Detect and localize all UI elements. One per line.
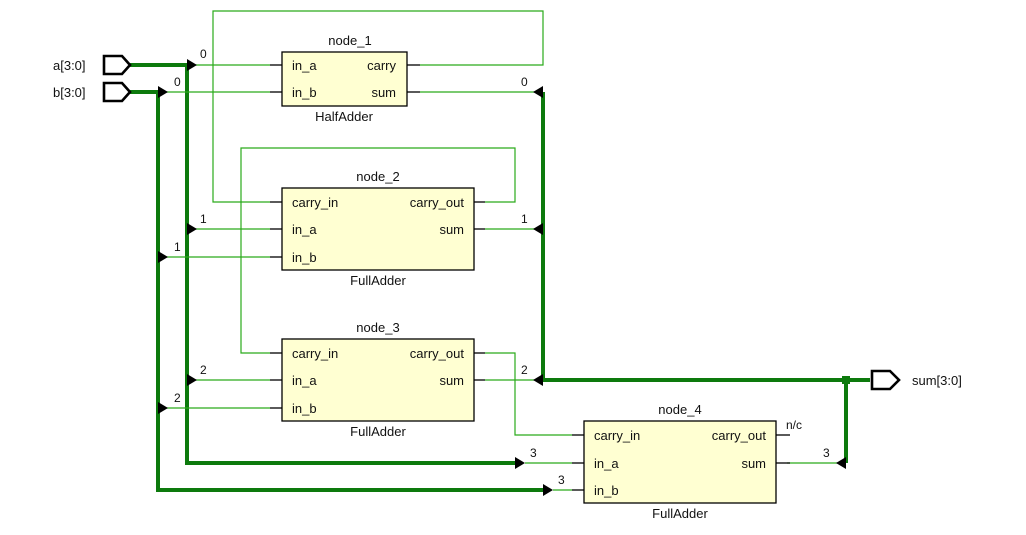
net-carry-2[interactable]: [240, 147, 516, 354]
ripper-arrow-icon: [187, 374, 197, 386]
pin-label: carry_out: [410, 195, 465, 210]
b-bus[interactable]: [130, 90, 572, 492]
pin-label: in_a: [292, 58, 317, 73]
bit-label-b0: 0: [174, 75, 181, 89]
output-port-sum[interactable]: sum[3:0]: [870, 369, 962, 391]
bit-label-sum2: 2: [521, 363, 528, 377]
input-port-a[interactable]: a[3:0]: [53, 54, 132, 76]
cell-node-1[interactable]: node_1 in_a in_b carry sum HalfAdder: [270, 33, 420, 124]
bit-label-sum3: 3: [823, 446, 830, 460]
input-port-icon: [102, 54, 132, 76]
pin-label: in_b: [594, 483, 619, 498]
port-label-a: a[3:0]: [53, 58, 86, 73]
unconnected-label: n/c: [786, 418, 802, 432]
port-label-b: b[3:0]: [53, 85, 86, 100]
ripper-arrow-icon: [533, 86, 543, 98]
cell-type: FullAdder: [350, 273, 406, 288]
pin-label: carry_out: [712, 428, 767, 443]
ripper-arrow-icon: [158, 251, 168, 263]
cell-type: FullAdder: [652, 506, 708, 521]
pin-label: in_a: [292, 222, 317, 237]
pin-label: sum: [439, 373, 464, 388]
cell-instance-name: node_3: [356, 320, 399, 335]
pin-label: carry: [367, 58, 396, 73]
pin-label: carry_in: [594, 428, 640, 443]
bus-rippers: [158, 59, 846, 496]
net-carry-1[interactable]: [212, 10, 544, 203]
bit-label-a3: 3: [530, 446, 537, 460]
cell-instance-name: node_4: [658, 402, 701, 417]
ripper-arrow-icon: [187, 59, 197, 71]
pin-label: sum: [371, 85, 396, 100]
pin-label: carry_in: [292, 195, 338, 210]
bit-label-a0: 0: [200, 47, 207, 61]
ripper-arrow-icon: [158, 86, 168, 98]
pin-label: sum: [741, 456, 766, 471]
ripper-arrow-icon: [836, 457, 846, 469]
pin-label: carry_in: [292, 346, 338, 361]
ripper-arrow-icon: [187, 223, 197, 235]
pin-label: carry_out: [410, 346, 465, 361]
cell-node-4[interactable]: node_4 carry_in in_a in_b carry_out sum …: [572, 402, 802, 521]
ripper-arrow-icon: [533, 374, 543, 386]
cell-instance-name: node_1: [328, 33, 371, 48]
cell-type: HalfAdder: [315, 109, 373, 124]
cell-instance-name: node_2: [356, 169, 399, 184]
ripper-arrow-icon: [515, 457, 525, 469]
a-bus[interactable]: [130, 63, 572, 465]
ripper-arrow-icon: [158, 402, 168, 414]
bit-label-b3: 3: [558, 473, 565, 487]
pin-label: in_a: [594, 456, 619, 471]
carry-nets: [212, 10, 572, 436]
bit-label-b1: 1: [174, 240, 181, 254]
input-port-b[interactable]: b[3:0]: [53, 81, 132, 103]
pin-label: in_a: [292, 373, 317, 388]
output-port-icon: [870, 369, 901, 391]
bit-label-b2: 2: [174, 391, 181, 405]
bit-label-a2: 2: [200, 363, 207, 377]
ripper-arrow-icon: [533, 223, 543, 235]
cell-node-2[interactable]: node_2 carry_in in_a in_b carry_out sum …: [270, 169, 485, 288]
pin-label: in_b: [292, 85, 317, 100]
pin-label: in_b: [292, 250, 317, 265]
pin-label: in_b: [292, 401, 317, 416]
bit-label-sum1: 1: [521, 212, 528, 226]
port-label-sum: sum[3:0]: [912, 373, 962, 388]
net-carry-3[interactable]: [485, 352, 572, 436]
bit-labels: 0 0 0 1 1 1 2 2 2 3 3 3: [174, 47, 830, 487]
bit-label-sum0: 0: [521, 75, 528, 89]
input-port-icon: [102, 81, 132, 103]
cell-node-3[interactable]: node_3 carry_in in_a in_b carry_out sum …: [270, 320, 485, 439]
ripper-arrow-icon: [543, 484, 553, 496]
pin-label: sum: [439, 222, 464, 237]
bit-label-a1: 1: [200, 212, 207, 226]
cell-type: FullAdder: [350, 424, 406, 439]
